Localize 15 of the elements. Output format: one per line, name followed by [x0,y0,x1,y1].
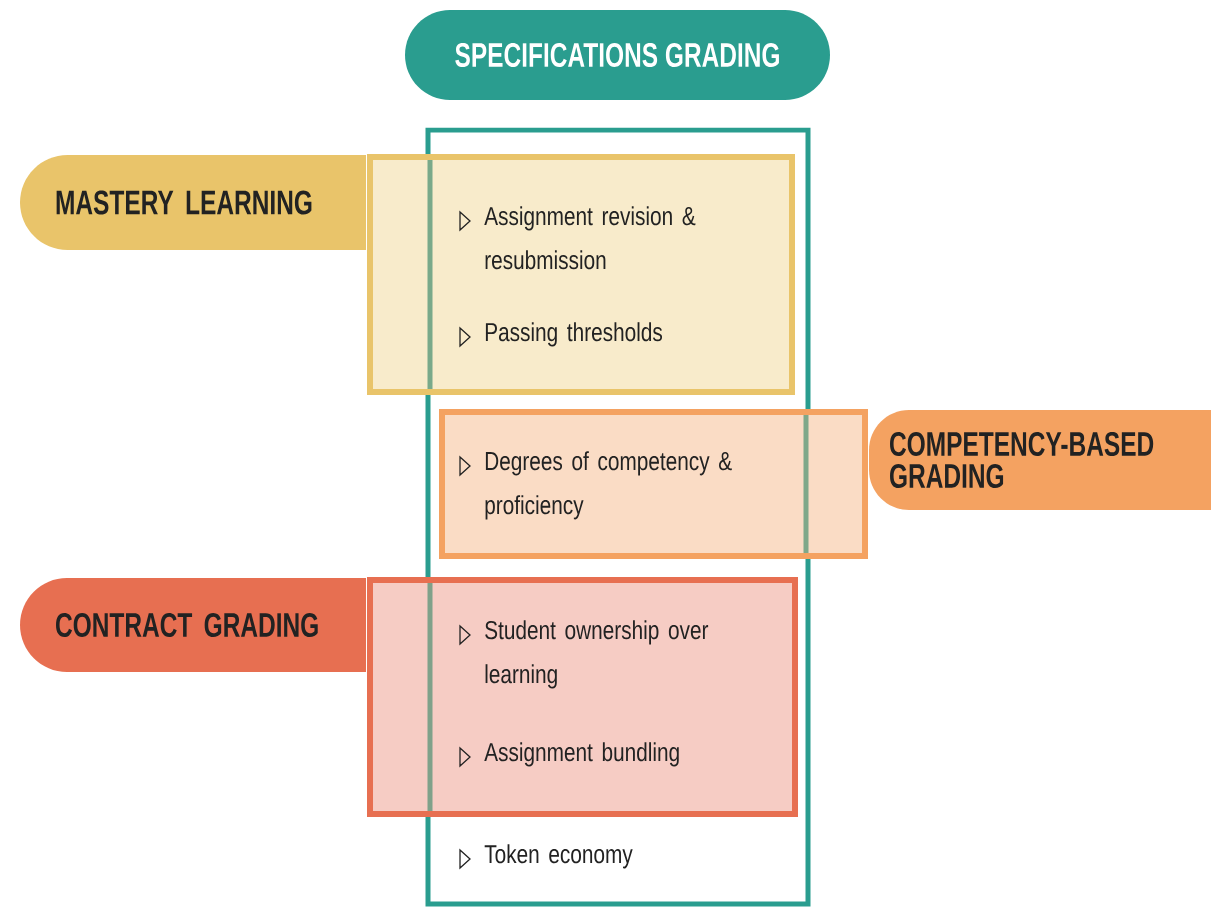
node-label: CONTRACT GRADING [56,612,318,638]
node-label: MASTERY LEARNING [56,190,312,215]
bullet-text: Degrees of competency & proficiency [485,451,732,520]
bullet-text: Passing thresholds [485,322,663,347]
label-pill: COMPETENCY-BASED GRADING [869,410,1211,510]
bullet-text: Assignment revision & resubmission [484,206,696,270]
group-box [367,154,795,395]
bullet-text: Token economy [484,844,633,869]
bullet-text: Assignment bundling [484,742,679,767]
label-pill: MASTERY LEARNING [20,155,366,250]
label-pill: SPECIFICATIONS GRADING [405,10,830,100]
group-box [439,409,868,559]
label-pill: CONTRACT GRADING [20,578,366,672]
group-box [367,577,798,817]
bullet-text: Student ownership over learning [485,620,709,689]
